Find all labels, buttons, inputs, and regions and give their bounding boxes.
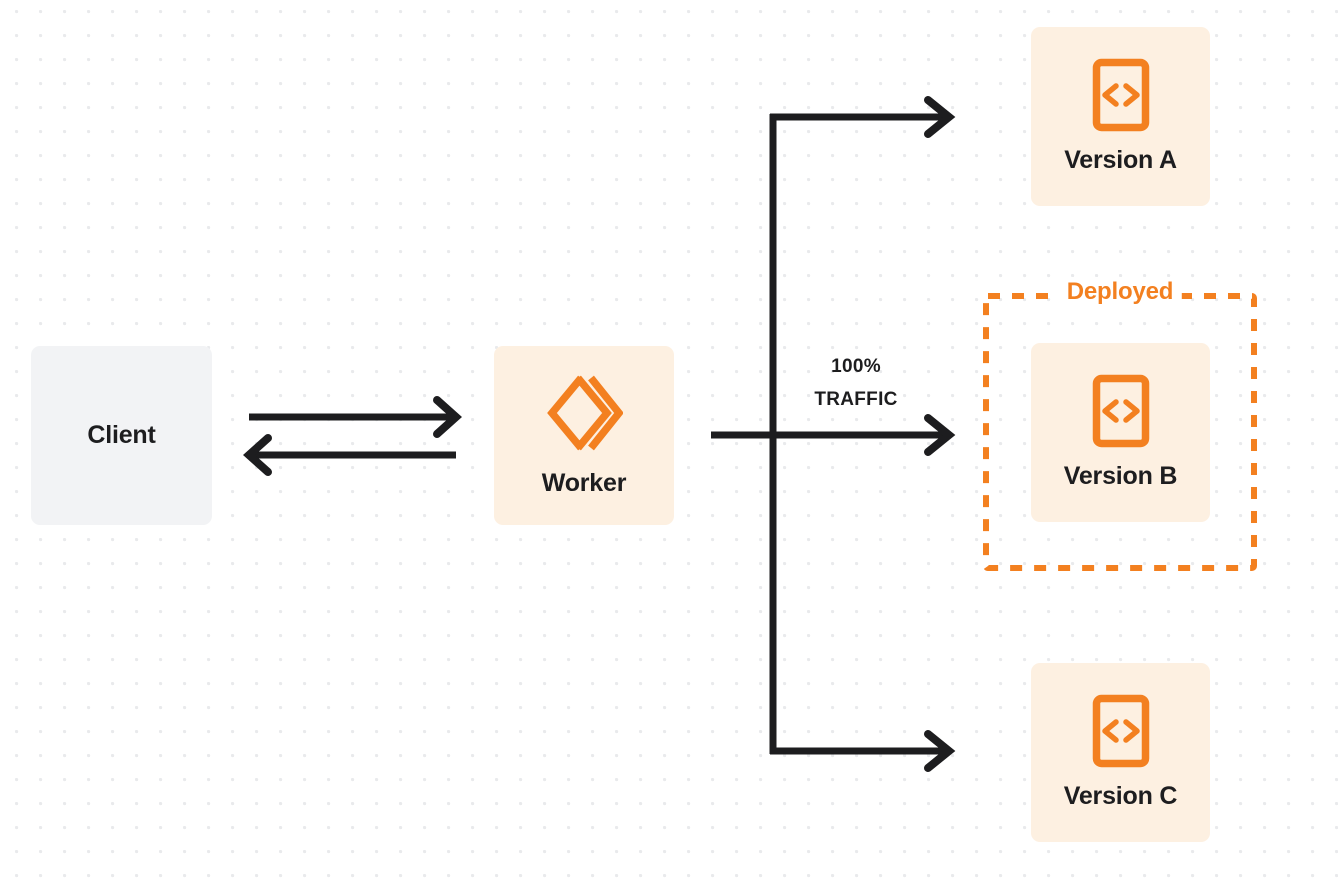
edge-worker-to-version-b <box>711 414 956 456</box>
edge-worker-to-version-c <box>770 730 956 772</box>
node-version-b[interactable]: Version B <box>1031 343 1210 522</box>
edge-worker-to-version-a <box>770 96 956 138</box>
node-client[interactable]: Client <box>31 346 212 525</box>
version-c-label: Version C <box>1063 782 1178 810</box>
node-worker[interactable]: Worker <box>494 346 674 525</box>
code-brackets-icon <box>1092 694 1149 768</box>
client-label: Client <box>87 421 156 449</box>
cloudflare-workers-logo-icon <box>547 375 623 451</box>
deployed-group-label: Deployed <box>1057 277 1183 307</box>
worker-label: Worker <box>541 469 627 497</box>
traffic-percent-value: 100% <box>831 356 881 377</box>
code-brackets-icon <box>1092 374 1149 448</box>
node-version-c[interactable]: Version C <box>1031 663 1210 842</box>
code-brackets-icon <box>1092 58 1149 132</box>
edge-worker-to-client <box>243 434 456 476</box>
version-a-label: Version A <box>1064 146 1177 174</box>
node-version-a[interactable]: Version A <box>1031 27 1210 206</box>
version-b-label: Version B <box>1063 462 1178 490</box>
traffic-unit-label: TRAFFIC <box>814 389 898 410</box>
traffic-percentage-label: 100% TRAFFIC <box>790 350 922 416</box>
